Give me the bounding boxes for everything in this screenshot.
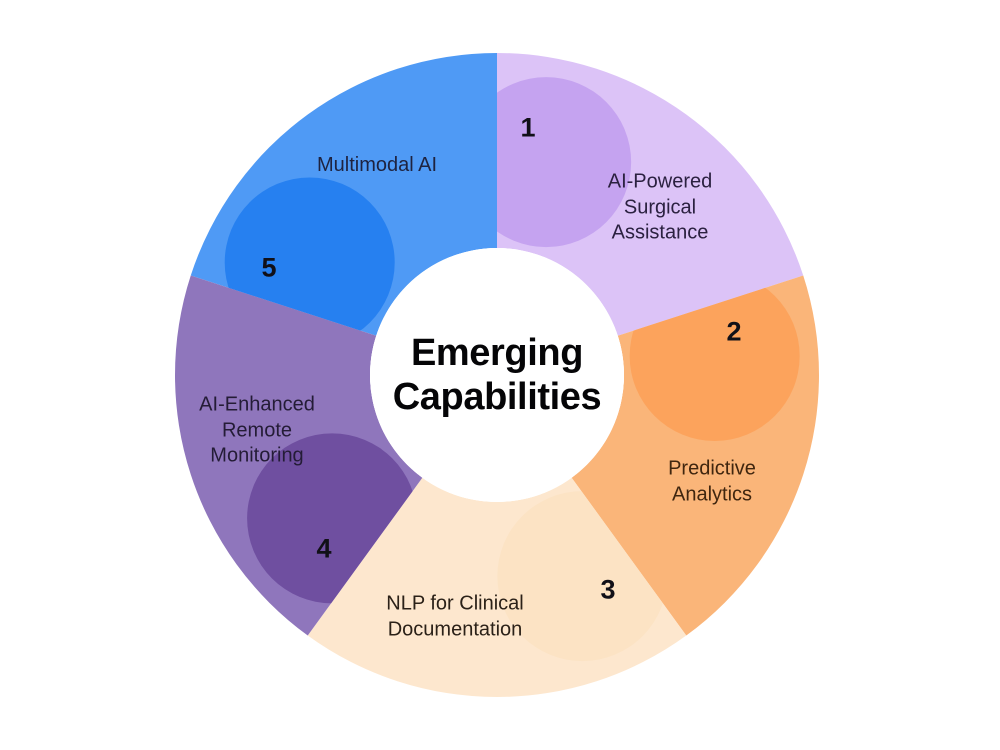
segment-number-2: 2 (726, 316, 742, 347)
segment-number-3: 3 (600, 574, 616, 605)
segment-number-4: 4 (316, 533, 332, 564)
center-title: Emerging Capabilities (392, 331, 602, 418)
segment-number-5: 5 (261, 252, 277, 283)
segment-accent-blob-2[interactable] (461, 77, 632, 248)
segment-number-1: 1 (520, 112, 536, 143)
center-hub: Emerging Capabilities (370, 248, 624, 502)
